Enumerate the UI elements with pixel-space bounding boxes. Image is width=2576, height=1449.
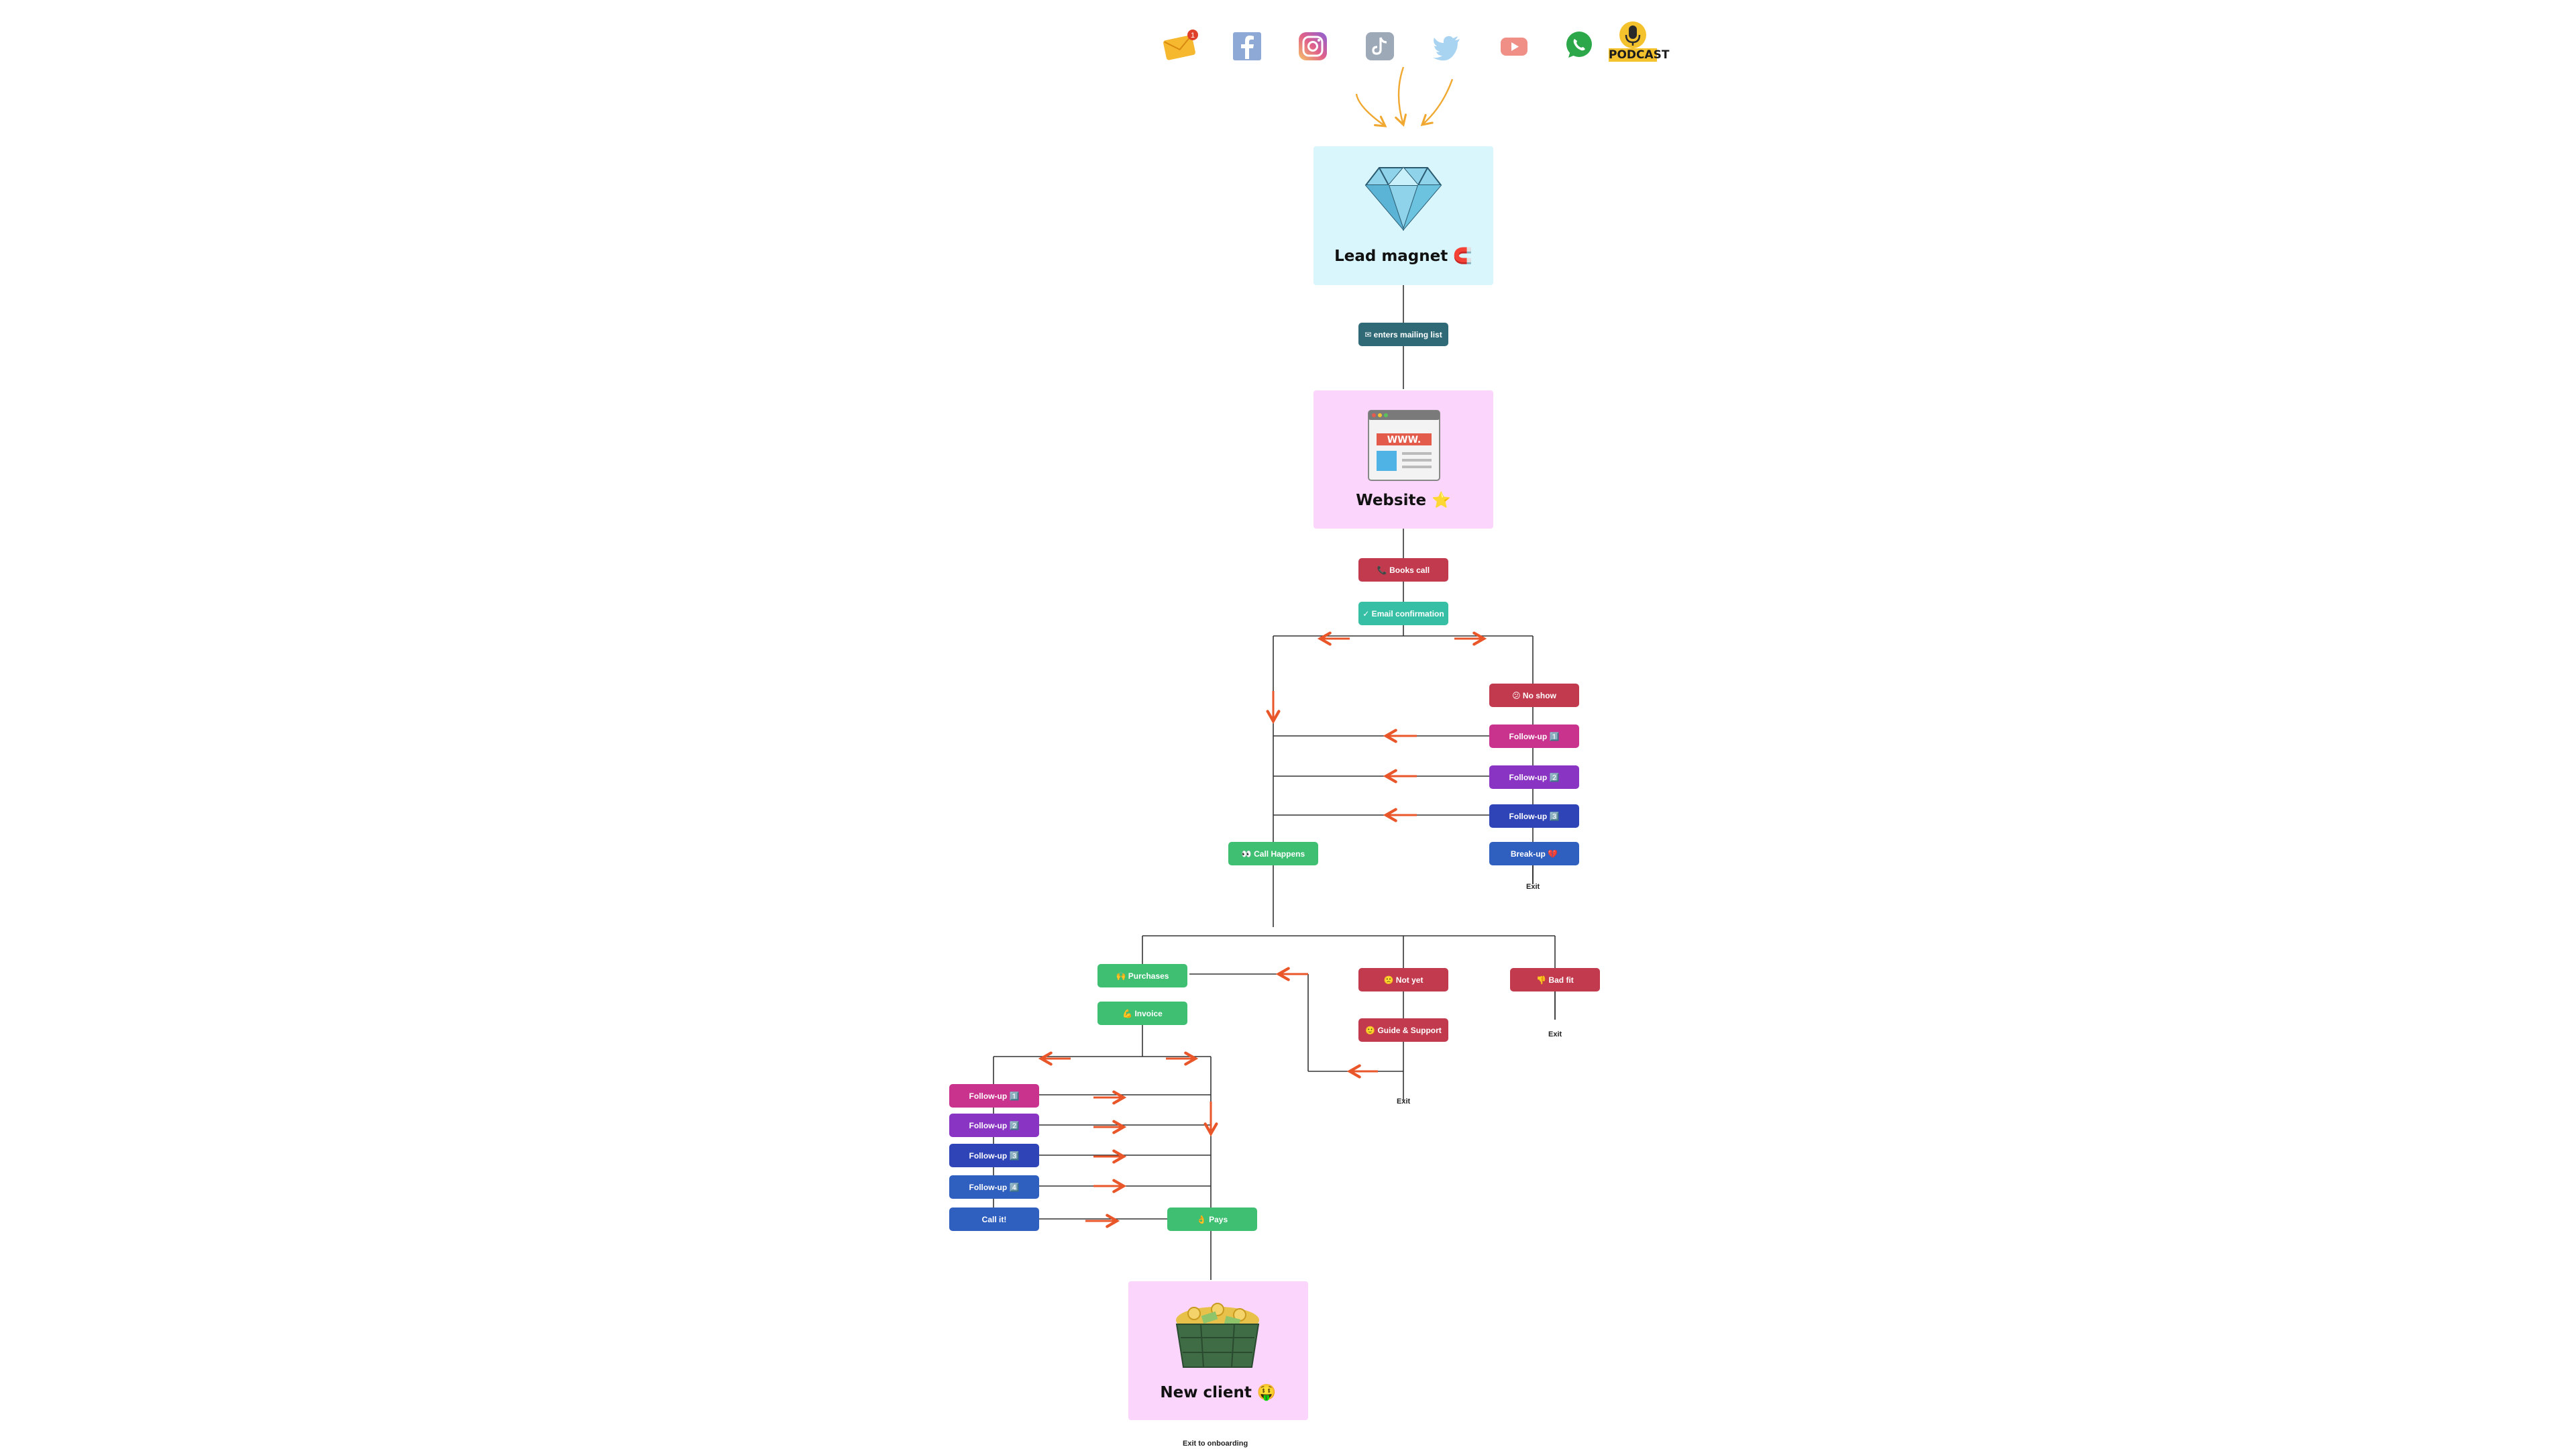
follow-up-node-2[interactable]: Follow-up 2️⃣	[949, 1114, 1039, 1137]
www-browser-icon: WWW.	[1367, 409, 1441, 485]
money-face-icon: 🤑	[1256, 1384, 1277, 1401]
guide-support-node[interactable]: 🙂 Guide & Support	[1358, 1018, 1448, 1042]
pays-node[interactable]: 👌 Pays	[1167, 1208, 1257, 1231]
break-up-node[interactable]: Break-up 💔	[1489, 842, 1579, 865]
whatsapp-icon[interactable]	[1560, 25, 1599, 64]
email-confirmation-node[interactable]: ✓ Email confirmation	[1358, 602, 1448, 625]
youtube-icon[interactable]	[1495, 27, 1534, 66]
not-yet-node[interactable]: 🙁 Not yet	[1358, 968, 1448, 991]
card-title: Website ⭐	[1356, 492, 1451, 509]
exit-label: Exit	[1397, 1097, 1411, 1106]
podcast-label: PODCAST	[1609, 48, 1670, 62]
twitter-icon[interactable]	[1428, 27, 1466, 66]
email-icon[interactable]: 1	[1161, 27, 1199, 66]
magnet-icon: 🧲	[1453, 248, 1472, 265]
follow-up-node-3[interactable]: Follow-up 3️⃣	[1489, 804, 1579, 828]
follow-up-node-3[interactable]: Follow-up 3️⃣	[949, 1144, 1039, 1167]
lead-magnet-card[interactable]: Lead magnet 🧲	[1313, 146, 1493, 285]
bad-fit-node[interactable]: 👎 Bad fit	[1510, 968, 1600, 991]
purchases-node[interactable]: 🙌 Purchases	[1097, 964, 1187, 987]
star-icon: ⭐	[1432, 492, 1451, 509]
money-crate-icon	[1167, 1293, 1268, 1376]
follow-up-node-2[interactable]: Follow-up 2️⃣	[1489, 765, 1579, 789]
follow-up-node-1[interactable]: Follow-up 1️⃣	[1489, 724, 1579, 748]
exit-label: Exit	[1548, 1030, 1562, 1038]
card-title: Lead magnet 🧲	[1334, 248, 1472, 265]
facebook-icon[interactable]	[1228, 27, 1267, 66]
notification-badge: 1	[1191, 32, 1195, 40]
flow-arrows	[1041, 639, 1484, 1221]
follow-up-node-1[interactable]: Follow-up 1️⃣	[949, 1084, 1039, 1108]
intake-arrows	[1355, 66, 1454, 127]
diamond-icon	[1364, 164, 1442, 234]
follow-up-node-4[interactable]: Follow-up 4️⃣	[949, 1175, 1039, 1199]
podcast-icon[interactable]: PODCAST	[1609, 20, 1670, 64]
books-call-node[interactable]: 📞 Books call	[1358, 558, 1448, 582]
instagram-icon[interactable]	[1293, 27, 1332, 66]
website-card[interactable]: WWW. Website ⭐	[1313, 390, 1493, 529]
exit-label: Exit to onboarding	[1183, 1440, 1248, 1448]
no-show-node[interactable]: 😕 No show	[1489, 684, 1579, 707]
call-it-node[interactable]: Call it!	[949, 1208, 1039, 1231]
card-title: New client 🤑	[1160, 1384, 1277, 1401]
call-happens-node[interactable]: 👀 Call Happens	[1228, 842, 1318, 865]
mailing-list-node[interactable]: ✉ enters mailing list	[1358, 323, 1448, 346]
tiktok-icon[interactable]	[1360, 27, 1399, 66]
invoice-node[interactable]: 💪 Invoice	[1097, 1002, 1187, 1025]
new-client-card[interactable]: New client 🤑	[1128, 1281, 1308, 1420]
www-banner: WWW.	[1387, 435, 1421, 445]
exit-label: Exit	[1526, 883, 1540, 891]
